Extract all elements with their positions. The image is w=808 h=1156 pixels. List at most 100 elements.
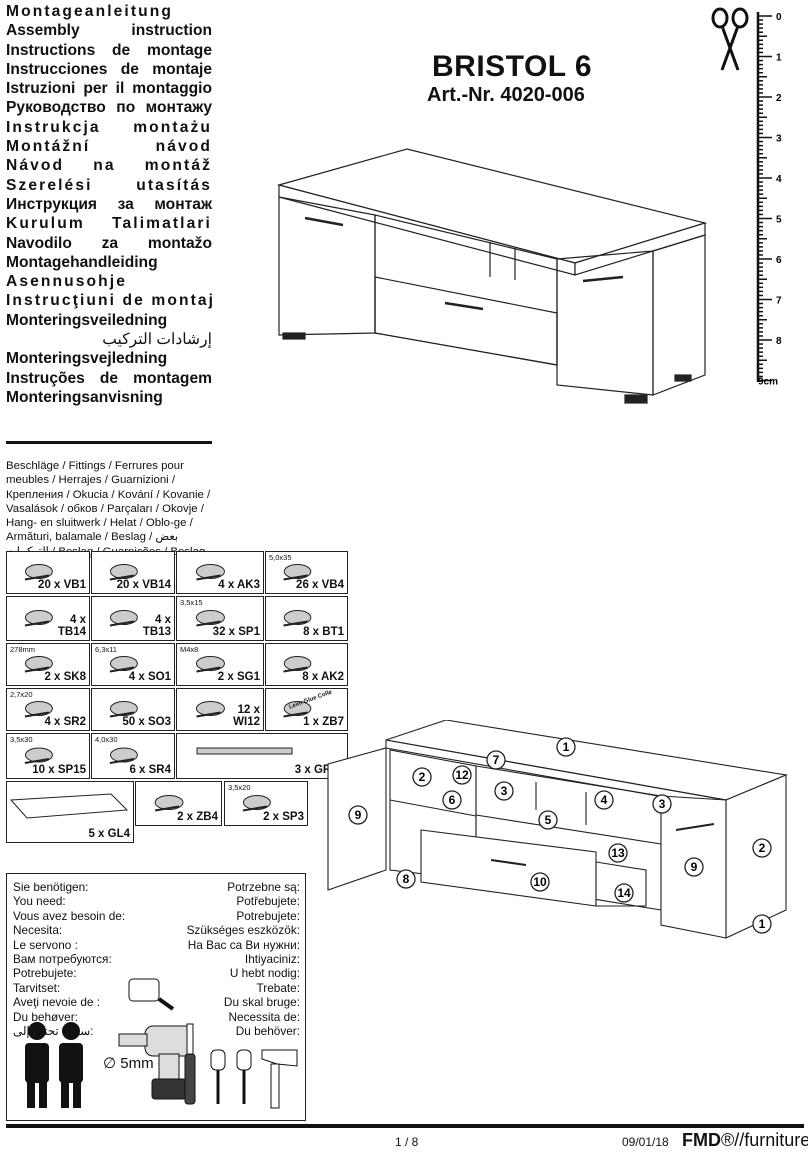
fitting-tb14: 4 x TB14	[6, 596, 90, 641]
fitting-quantity: 2 x SG1	[217, 671, 260, 683]
fitting-size: M4x8	[180, 645, 199, 654]
fitting-quantity: 4 x AK3	[218, 579, 260, 591]
part-callout: 8	[396, 869, 416, 889]
two-persons-icon	[25, 1022, 83, 1108]
callout-number: 2	[759, 841, 766, 855]
page-number: 1 / 8	[395, 1135, 419, 1149]
fitting-tb13: 4 x TB13	[91, 596, 175, 641]
language-title: Istruzioni per il montaggio	[6, 80, 212, 98]
fitting-quantity: 2 x SP3	[263, 811, 304, 823]
fitting-size: 6,3x11	[95, 645, 117, 654]
part-callout: 9	[684, 857, 704, 877]
fitting-sp15-icon	[24, 747, 53, 764]
ruler-label: 1	[776, 53, 782, 64]
fitting-quantity: 26 x VB4	[296, 579, 344, 591]
part-callout: 14	[614, 883, 634, 903]
fitting-quantity: 6 x SR4	[129, 764, 171, 776]
fitting-size: 5,0x35	[269, 553, 292, 562]
fitting-sr2: 2,7x20 4 x SR2	[6, 688, 90, 731]
fitting-sg1: M4x8 2 x SG1	[176, 643, 264, 686]
fitting-ak2: 8 x AK2	[265, 643, 348, 686]
you-need-label: На Вас са Ви нужни:	[187, 937, 300, 952]
language-title: Руководство по монтажу	[6, 99, 212, 117]
you-need-label: Du behöver:	[235, 1024, 300, 1038]
ruler-label: 5	[776, 215, 782, 226]
you-need-label: Du skal bruge:	[223, 995, 300, 1010]
you-need-label: Ihtiyaciniz:	[244, 952, 300, 966]
fitting-sp1-icon	[195, 610, 225, 627]
footer-divider	[6, 1124, 804, 1128]
fitting-quantity: 20 x VB1	[38, 579, 86, 591]
callout-number: 6	[449, 793, 456, 807]
callout-number: 5	[545, 813, 552, 827]
language-title: Instruções de montagem	[6, 369, 212, 387]
language-title: Montagehandleiding	[6, 253, 158, 271]
fitting-size: 2,7x20	[10, 690, 33, 699]
fitting-vb14: 20 x VB14	[91, 551, 175, 594]
ruler-label: 8	[776, 336, 782, 347]
language-title: Montážní návod	[6, 138, 212, 156]
fitting-sk8-icon	[24, 656, 53, 673]
part-callout: 5	[538, 810, 558, 830]
fitting-so1-icon	[109, 656, 138, 673]
you-need-label: Szükséges eszközök:	[186, 923, 300, 938]
fitting-quantity: 8 x BT1	[303, 626, 344, 638]
language-title: Návod na montáž	[6, 157, 212, 175]
you-need-label: Necessita de:	[228, 1009, 300, 1024]
ruler-label: 4	[776, 174, 782, 185]
fitting-vb4: 5,0x35 26 x VB4	[265, 551, 348, 594]
you-need-label: U hebt nodig:	[229, 966, 300, 981]
product-name: BRISTOL 6	[432, 50, 593, 83]
fitting-quantity: 12 x WI12	[233, 704, 260, 728]
fitting-quantity: 5 x GL4	[88, 828, 130, 840]
language-title: Asennusohje	[6, 273, 128, 291]
language-title: Montageanleitung	[6, 3, 174, 20]
fitting-so3: 50 x SO3	[91, 688, 175, 731]
brand-logo: FMD®//furniture	[682, 1130, 808, 1151]
fitting-quantity: 10 x SP15	[32, 764, 86, 776]
brand-name-bold: FMD	[682, 1130, 721, 1150]
fitting-bt1: 8 x BT1	[265, 596, 348, 641]
ruler-label: 0	[776, 12, 782, 23]
you-need-label: Tarvitset:	[13, 980, 61, 995]
fitting-so3-icon	[109, 701, 138, 718]
part-callout: 2	[412, 767, 432, 787]
callout-number: 9	[355, 808, 362, 822]
fitting-quantity: 2 x SK8	[44, 671, 86, 683]
ruler-label: 9cm	[758, 377, 778, 388]
you-need-label: Potrebujete:	[13, 966, 77, 981]
screwdriver-icon	[184, 1023, 196, 1105]
language-title: Kurulum Talimatlari	[6, 215, 212, 233]
fitting-vb1: 20 x VB1	[6, 551, 90, 594]
fitting-zb4-icon	[154, 795, 184, 812]
drill-bit-size: ∅ 5mm	[103, 1055, 154, 1072]
you-need-label: You need:	[13, 894, 66, 909]
you-need-label: Potrebujete:	[236, 908, 300, 923]
tape-measure-icon	[128, 978, 175, 1011]
fitting-sg1-icon	[195, 656, 225, 673]
document-date: 09/01/18	[622, 1135, 669, 1149]
you-need-label: Aveţi nevoie de :	[13, 995, 101, 1010]
callout-number: 7	[493, 753, 500, 767]
fitting-sr4-icon	[109, 747, 138, 764]
fitting-vb4-icon	[283, 564, 312, 581]
fitting-quantity: 2 x ZB4	[177, 811, 218, 823]
language-title: Navodilo za montažo	[6, 234, 212, 252]
callout-number: 1	[563, 740, 570, 754]
you-need-label: Trebate:	[256, 980, 301, 995]
ruler-label: 3	[776, 134, 782, 145]
brand-name-rest: ®//furniture	[721, 1130, 808, 1150]
you-need-label: Potřebujete:	[236, 894, 300, 909]
language-title: Instructions de montage	[6, 41, 212, 59]
ruler-label: 2	[776, 93, 782, 104]
part-callout: 2	[752, 838, 772, 858]
you-need-label: Necesita:	[13, 923, 63, 938]
callout-number: 1	[759, 917, 766, 931]
fitting-quantity: 4 x SR2	[44, 716, 86, 728]
fitting-tb13-icon	[109, 610, 138, 627]
fitting-zb4: 2 x ZB4	[135, 781, 222, 826]
callout-number: 2	[419, 770, 426, 784]
language-title: Instrucciones de montaje	[6, 60, 212, 78]
fitting-zb7-icon	[283, 701, 312, 718]
